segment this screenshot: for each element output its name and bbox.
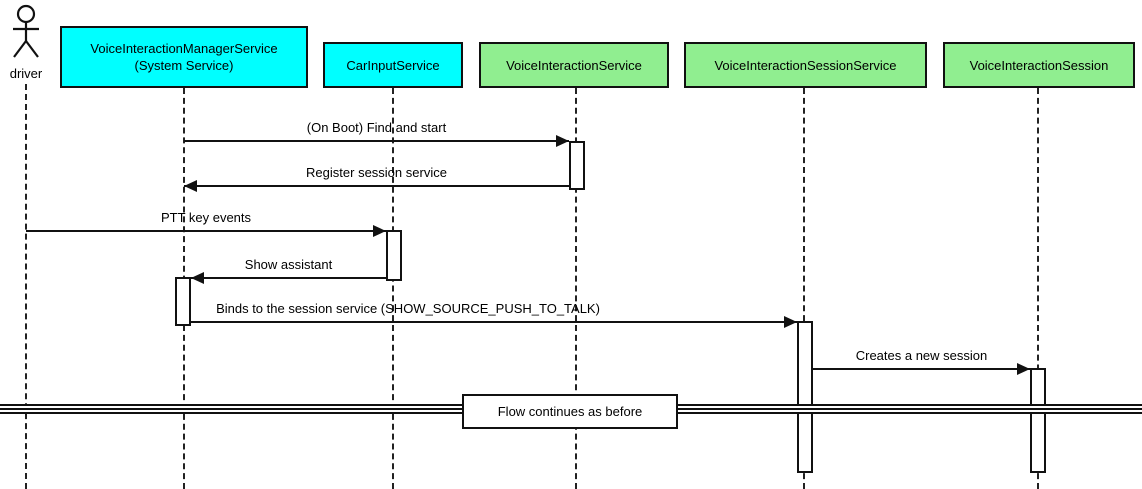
lifeline-voice-interaction-session-service: [803, 88, 805, 489]
message-label: Register session service: [306, 165, 447, 180]
participant-voice-interaction-service: VoiceInteractionService: [479, 42, 669, 88]
message-line: [184, 185, 569, 187]
lifeline-voice-interaction-service: [575, 88, 577, 489]
actor-stick-figure-icon: [13, 4, 39, 58]
participant-car-input-service: CarInputService: [323, 42, 463, 88]
activation-bar-voice-interaction-service: [569, 141, 585, 190]
message-line: [813, 368, 1030, 370]
message-label: PTT key events: [160, 210, 252, 225]
message-label: Creates a new session: [855, 348, 988, 363]
lifeline-car-input-service: [392, 88, 394, 489]
message-label: Show assistant: [244, 257, 333, 272]
lifeline-voice-interaction-session: [1037, 88, 1039, 489]
activation-bar-car-input-service: [386, 230, 402, 281]
divider-label-box: Flow continues as before: [462, 394, 678, 429]
message-line: [191, 321, 797, 323]
arrowhead-right-icon: [373, 225, 386, 237]
message-line: [26, 230, 386, 232]
message-label: (On Boot) Find and start: [306, 120, 447, 135]
lifeline-driver: [25, 84, 27, 489]
arrowhead-right-icon: [1017, 363, 1030, 375]
participant-voice-interaction-manager-service: VoiceInteractionManagerService (System S…: [60, 26, 308, 88]
activation-bar-voice-interaction-session-service: [797, 321, 813, 473]
arrowhead-right-icon: [784, 316, 797, 328]
message-line: [184, 140, 569, 142]
arrowhead-left-icon: [191, 272, 204, 284]
participant-voice-interaction-session: VoiceInteractionSession: [943, 42, 1135, 88]
message-label: Binds to the session service (SHOW_SOURC…: [216, 301, 600, 316]
activation-bar-voice-interaction-session: [1030, 368, 1046, 473]
participant-voice-interaction-session-service: VoiceInteractionSessionService: [684, 42, 927, 88]
actor-driver: driver: [0, 0, 60, 90]
arrowhead-left-icon: [184, 180, 197, 192]
activation-bar-voice-interaction-manager-service: [175, 277, 191, 326]
arrowhead-right-icon: [556, 135, 569, 147]
message-line: [191, 277, 386, 279]
divider-label: Flow continues as before: [497, 404, 643, 419]
actor-label: driver: [9, 66, 43, 81]
